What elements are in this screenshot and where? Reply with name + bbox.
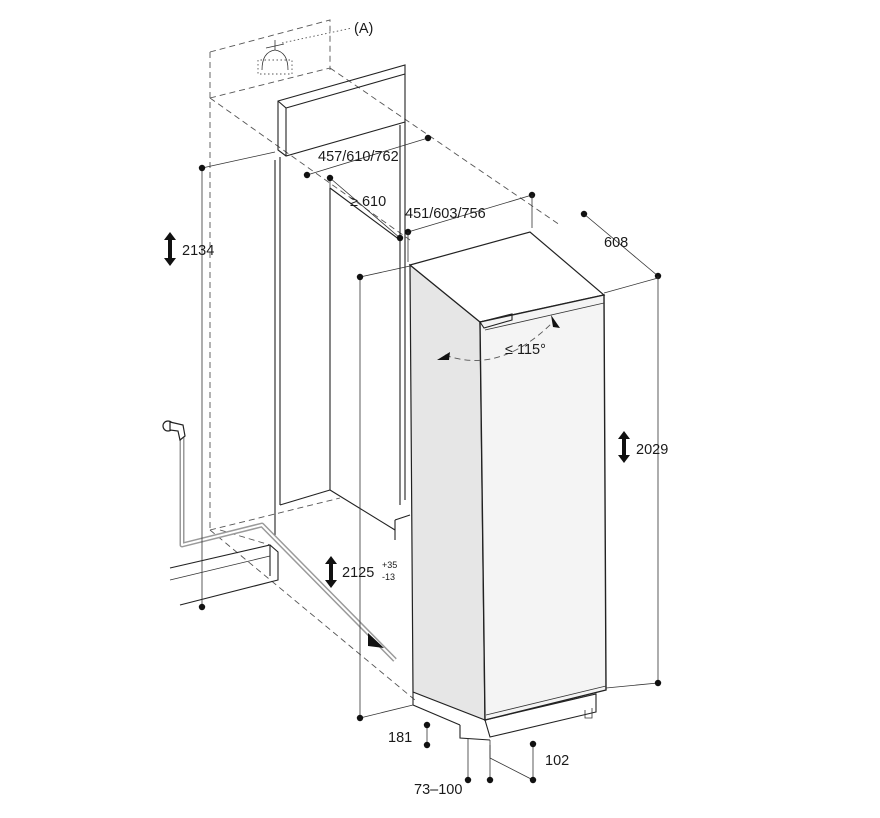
foot-range-label: 73–100 <box>414 782 462 798</box>
niche-height-label: 2134 <box>182 243 214 259</box>
adjust-height-plus-label: +35 <box>382 560 397 570</box>
min-depth-label: ≥ 610 <box>350 194 386 210</box>
adjust-height-label: 2125 <box>342 565 374 581</box>
double-arrow-icon <box>618 431 630 463</box>
refrigerator-appliance <box>408 231 607 741</box>
outlet-symbol-icon <box>257 40 293 75</box>
water-hose <box>179 432 397 662</box>
appliance-depth-label: 608 <box>604 235 628 251</box>
flow-arrow-icon <box>368 633 384 648</box>
callout-a-label: (A) <box>354 21 373 37</box>
niche-walls <box>274 122 411 540</box>
water-tap-icon <box>162 420 186 442</box>
plinth-depth-label: 102 <box>545 753 569 769</box>
double-arrow-icon <box>325 556 337 588</box>
appliance-height-label: 2029 <box>636 442 668 458</box>
floor-plinth <box>169 544 279 606</box>
door-angle-label: ≤ 115° <box>505 342 546 358</box>
adjust-height-minus-label: -13 <box>382 572 395 582</box>
niche-dashed-outline <box>209 19 561 701</box>
double-arrow-icon <box>164 232 176 266</box>
plinth-height-label: 181 <box>388 730 412 746</box>
door-swing-arc <box>437 315 560 361</box>
dimension-lines <box>198 134 662 784</box>
overhead-cabinet <box>277 64 406 157</box>
niche-width-label: 457/610/762 <box>318 149 399 165</box>
appliance-width-label: 451/603/756 <box>405 206 486 222</box>
